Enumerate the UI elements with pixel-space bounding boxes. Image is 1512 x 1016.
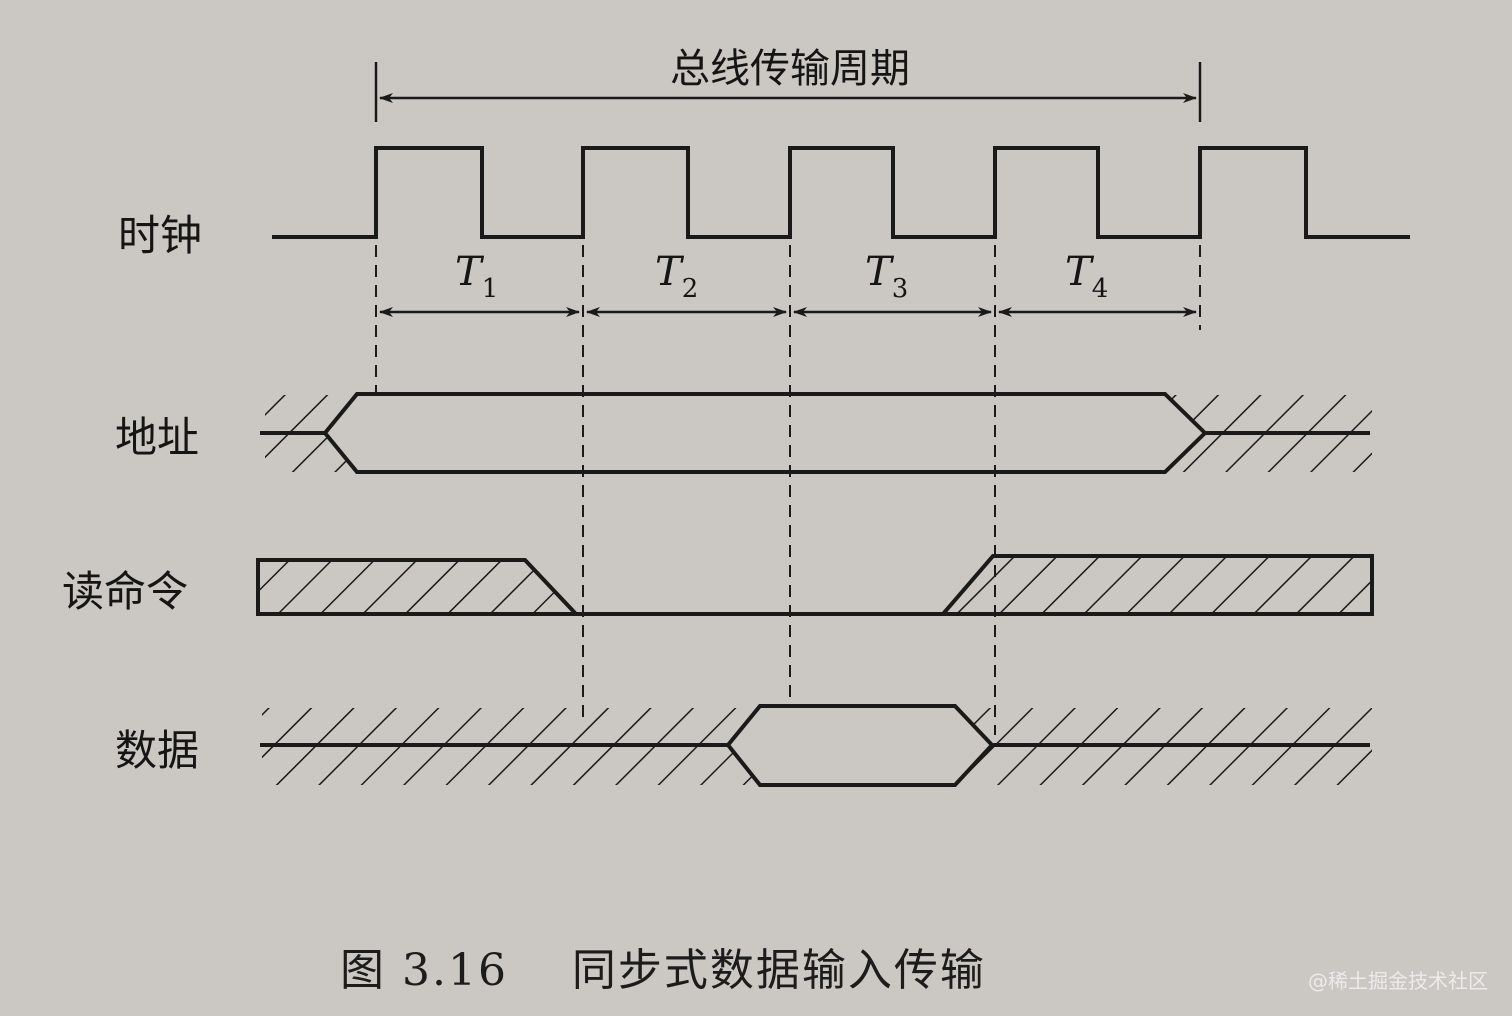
bus-period-label: 总线传输周期 [670,46,910,92]
interval-t3-label: T3 [865,249,908,304]
data-waveform [260,704,1372,787]
timing-guides [375,245,1201,735]
watermark: @稀土掘金技术社区 [1308,969,1488,993]
address-label: 地址 [115,413,199,462]
read-command-waveform [256,554,1374,616]
address-waveform [260,392,1372,474]
clock-label: 时钟 [118,211,202,260]
data-label: 数据 [115,726,199,775]
bus-period-annotation: 总线传输周期 [374,46,1202,122]
clock-waveform [272,146,1410,239]
interval-t4-label: T4 [1065,249,1108,304]
interval-t1-label: T1 [455,249,498,304]
interval-t2-label: T2 [655,249,698,304]
read-command-label: 读命令 [62,567,188,616]
figure-caption: 图 3.16 同步式数据输入传输 [340,945,986,996]
